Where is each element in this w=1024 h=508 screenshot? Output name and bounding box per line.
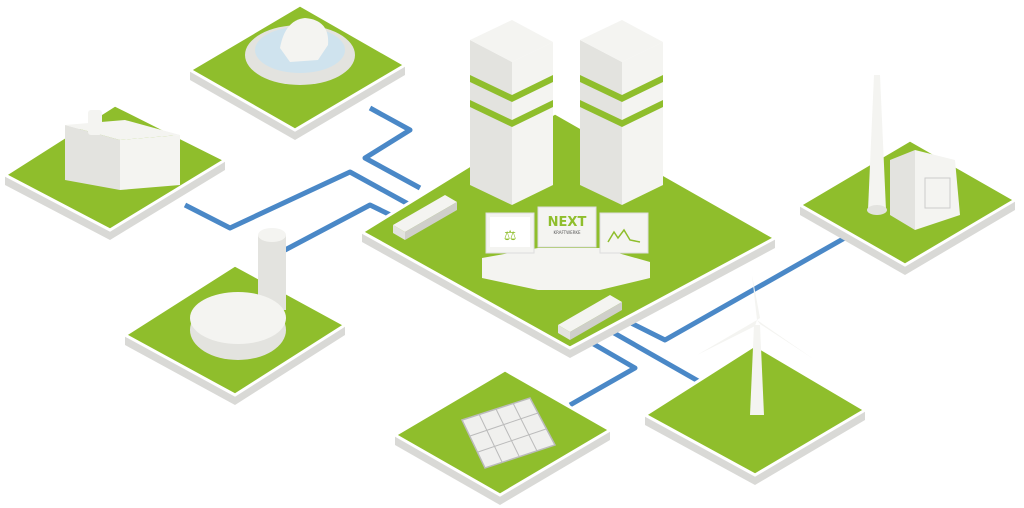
tile-wind — [642, 275, 868, 485]
server-tower-left — [470, 20, 553, 205]
chart-icon — [607, 228, 641, 243]
scale-icon: ⚖ — [504, 228, 517, 244]
tile-fountain — [187, 3, 408, 140]
tile-biogas — [122, 228, 348, 405]
control-desk: ⚖ NEXT KRAFTWERKE — [482, 206, 650, 290]
logo-subtitle: KRAFTWERKE — [553, 230, 581, 235]
cable-factory — [183, 169, 412, 231]
tile-factory — [2, 103, 229, 240]
server-tower-right — [580, 20, 663, 205]
connector-box-left — [393, 195, 457, 240]
tile-chimney — [797, 75, 1018, 275]
cable-solar — [568, 332, 638, 408]
cable-wind — [598, 322, 702, 385]
cable-fountain — [362, 105, 422, 191]
logo-brand: NEXT — [548, 215, 587, 230]
tile-datacenter: ⚖ NEXT KRAFTWERKE — [359, 20, 779, 358]
connector-box-right — [558, 295, 622, 340]
tile-solar — [392, 368, 613, 505]
